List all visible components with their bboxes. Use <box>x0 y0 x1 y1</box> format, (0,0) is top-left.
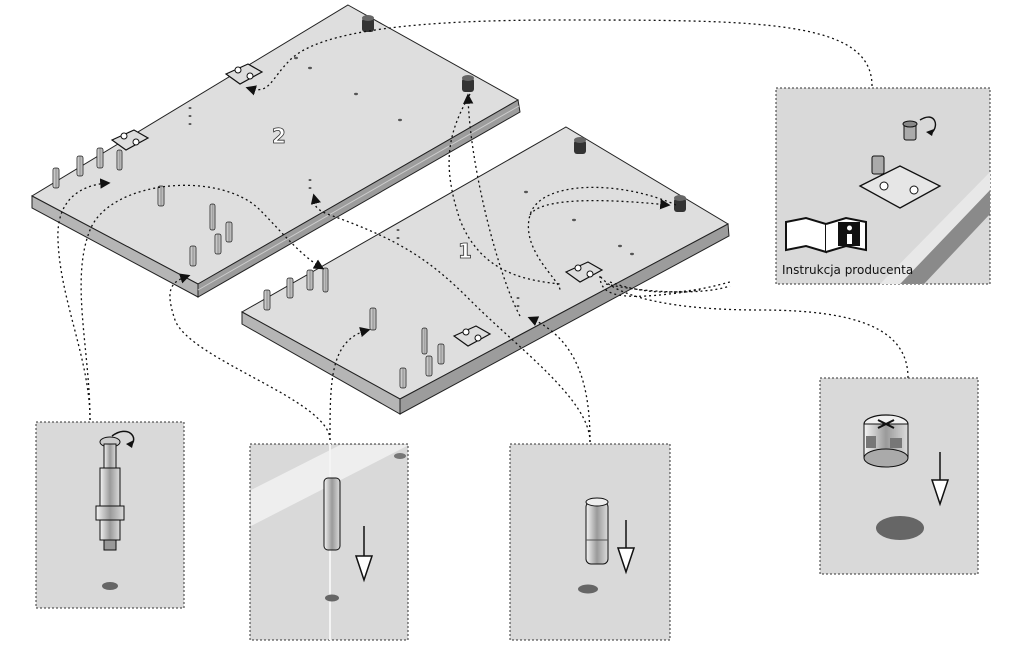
dowel-icon <box>585 501 609 565</box>
hole-icon <box>102 582 118 590</box>
cam-bolt-icon <box>95 436 125 551</box>
info-icon <box>838 222 860 246</box>
panel-1-number: 1 <box>458 239 472 263</box>
panel-2-number: 2 <box>272 124 286 148</box>
cam-lock-icon <box>674 195 686 212</box>
hinge-plate-icon <box>224 63 264 85</box>
hole-icon <box>876 516 924 540</box>
wood-dowel-detail-2 <box>509 443 671 641</box>
dowel-icon <box>323 477 341 551</box>
panel-1-holes <box>396 190 634 307</box>
cam-lock-icon <box>362 15 374 32</box>
wood-dowel-detail-1 <box>249 443 409 641</box>
connector-lines <box>57 19 909 443</box>
cam-lock-icon <box>574 137 586 154</box>
down-arrow-icon <box>616 520 636 575</box>
panel-2: 2 <box>30 4 521 298</box>
hinge-plate-icon <box>110 129 150 151</box>
manufacturer-instructions-caption: Instrukcja producenta <box>782 263 913 277</box>
panel-1-dowels <box>263 267 445 389</box>
hinge-plate-icon <box>452 325 492 347</box>
cam-lock-icon <box>863 414 909 468</box>
hole-icon <box>325 594 339 602</box>
hinge-with-screw-icon <box>858 116 942 209</box>
down-arrow-icon <box>930 452 950 507</box>
hole-icon <box>394 453 406 459</box>
down-arrow-icon <box>354 526 374 583</box>
panel-2-dowels <box>52 147 233 267</box>
panel-2-holes <box>188 56 402 189</box>
manufacturer-instructions-box: Instrukcja producenta <box>775 87 991 285</box>
hinge-plate-icon <box>564 261 604 283</box>
cam-lock-icon <box>462 75 474 92</box>
rotate-arrow-icon <box>111 430 135 448</box>
hole-icon <box>578 584 598 594</box>
cam-bolt-screw-detail <box>35 421 185 609</box>
cam-lock-detail <box>819 377 979 575</box>
